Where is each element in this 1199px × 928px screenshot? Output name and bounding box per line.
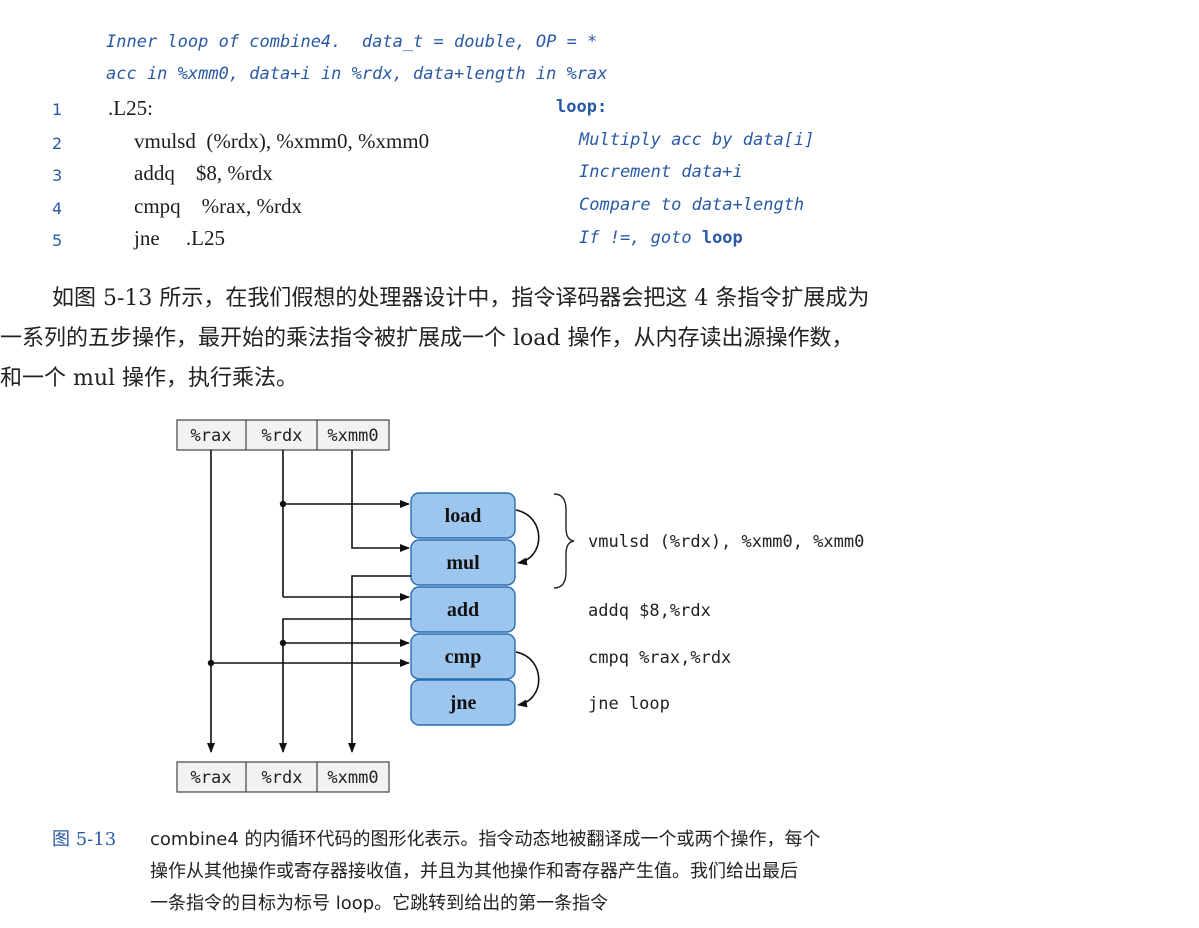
code-header-line2: acc in %xmm0, data+i in %rdx, data+lengt… bbox=[106, 64, 608, 84]
line-number: 4 bbox=[52, 199, 63, 218]
junction-dot bbox=[279, 500, 287, 508]
paragraph-line2: 一系列的五步操作，最开始的乘法指令被扩展成一个 load 操作，从内存读出源操作… bbox=[0, 326, 854, 351]
wire-load-to-mul bbox=[515, 509, 540, 566]
op-box-mul bbox=[410, 539, 516, 586]
op-label-mul: mul bbox=[446, 552, 480, 574]
code-instruction: jne .L25 bbox=[134, 226, 225, 250]
op-label-load: load bbox=[445, 505, 482, 527]
code-comment: Increment data+i bbox=[579, 162, 743, 182]
comment-prefix: If !=, goto bbox=[579, 228, 702, 248]
register-rax: %rax bbox=[191, 768, 232, 788]
op-label-add: add bbox=[447, 599, 479, 621]
op-label-jne: jne bbox=[449, 692, 477, 714]
caption-line3: 一条指令的目标为标号 loop。它跳转到给出的第一条指令 bbox=[150, 893, 609, 914]
wire-add-to-rdx bbox=[279, 618, 411, 753]
code-instruction: addq $8, %rdx bbox=[134, 161, 273, 185]
dataflow-wires bbox=[207, 450, 540, 753]
wire-xmm0-to-mul bbox=[351, 450, 410, 552]
op-box-cmp bbox=[410, 633, 516, 680]
annotation-vmulsd: vmulsd (%rdx), %xmm0, %xmm0 bbox=[588, 532, 864, 552]
op-box-add bbox=[410, 586, 516, 633]
register-rdx: %rdx bbox=[262, 426, 303, 446]
register-box bbox=[176, 761, 390, 793]
operation-stack: load mul add cmp jne bbox=[410, 492, 516, 726]
code-comment: Multiply acc by data[i] bbox=[579, 130, 815, 150]
code-comment: Compare to data+length bbox=[579, 195, 805, 215]
op-box-load bbox=[410, 492, 516, 539]
register-rdx: %rdx bbox=[262, 768, 303, 788]
code-instruction: .L25: bbox=[108, 96, 153, 120]
line-number: 3 bbox=[52, 166, 63, 185]
op-label-cmp: cmp bbox=[445, 646, 482, 668]
op-box-jne bbox=[410, 679, 516, 726]
junction-dot bbox=[207, 659, 215, 667]
code-comment: If !=, goto loop bbox=[579, 228, 743, 248]
top-register-file: %rax %rdx %xmm0 bbox=[176, 419, 390, 451]
annotation-cmpq: cmpq %rax,%rdx bbox=[588, 648, 731, 668]
code-instruction: cmpq %rax, %rdx bbox=[134, 194, 302, 218]
brace bbox=[553, 493, 575, 589]
paragraph-line1: 如图 5-13 所示，在我们假想的处理器设计中，指令译码器会把这 4 条指令扩展… bbox=[52, 286, 870, 311]
register-xmm0: %xmm0 bbox=[327, 426, 378, 446]
caption-number: 图 5-13 bbox=[52, 829, 117, 850]
register-rax: %rax bbox=[191, 426, 232, 446]
register-xmm0: %xmm0 bbox=[327, 768, 378, 788]
caption-line1: combine4 的内循环代码的图形化表示。指令动态地被翻译成一个或两个操作，每… bbox=[150, 829, 821, 850]
wire-cmp-to-jne bbox=[515, 651, 540, 708]
code-comment: loop: bbox=[556, 97, 608, 117]
junction-dot bbox=[279, 639, 287, 647]
bottom-register-file: %rax %rdx %xmm0 bbox=[176, 761, 390, 793]
line-number: 2 bbox=[52, 134, 63, 153]
comment-label: loop bbox=[701, 228, 743, 248]
wire-mul-to-xmm0 bbox=[348, 575, 411, 753]
code-instruction: vmulsd (%rdx), %xmm0, %xmm0 bbox=[134, 129, 430, 153]
paragraph-line3: 和一个 mul 操作，执行乘法。 bbox=[0, 366, 299, 391]
annotation-addq: addq $8,%rdx bbox=[588, 601, 711, 621]
annotation-jne: jne loop bbox=[588, 694, 670, 714]
line-number: 5 bbox=[52, 231, 63, 250]
code-header-line1: Inner loop of combine4. data_t = double,… bbox=[106, 32, 598, 52]
caption-line2: 操作从其他操作或寄存器接收值，并且为其他操作和寄存器产生值。我们给出最后 bbox=[150, 861, 798, 882]
line-number: 1 bbox=[52, 100, 63, 119]
register-box bbox=[176, 419, 390, 451]
